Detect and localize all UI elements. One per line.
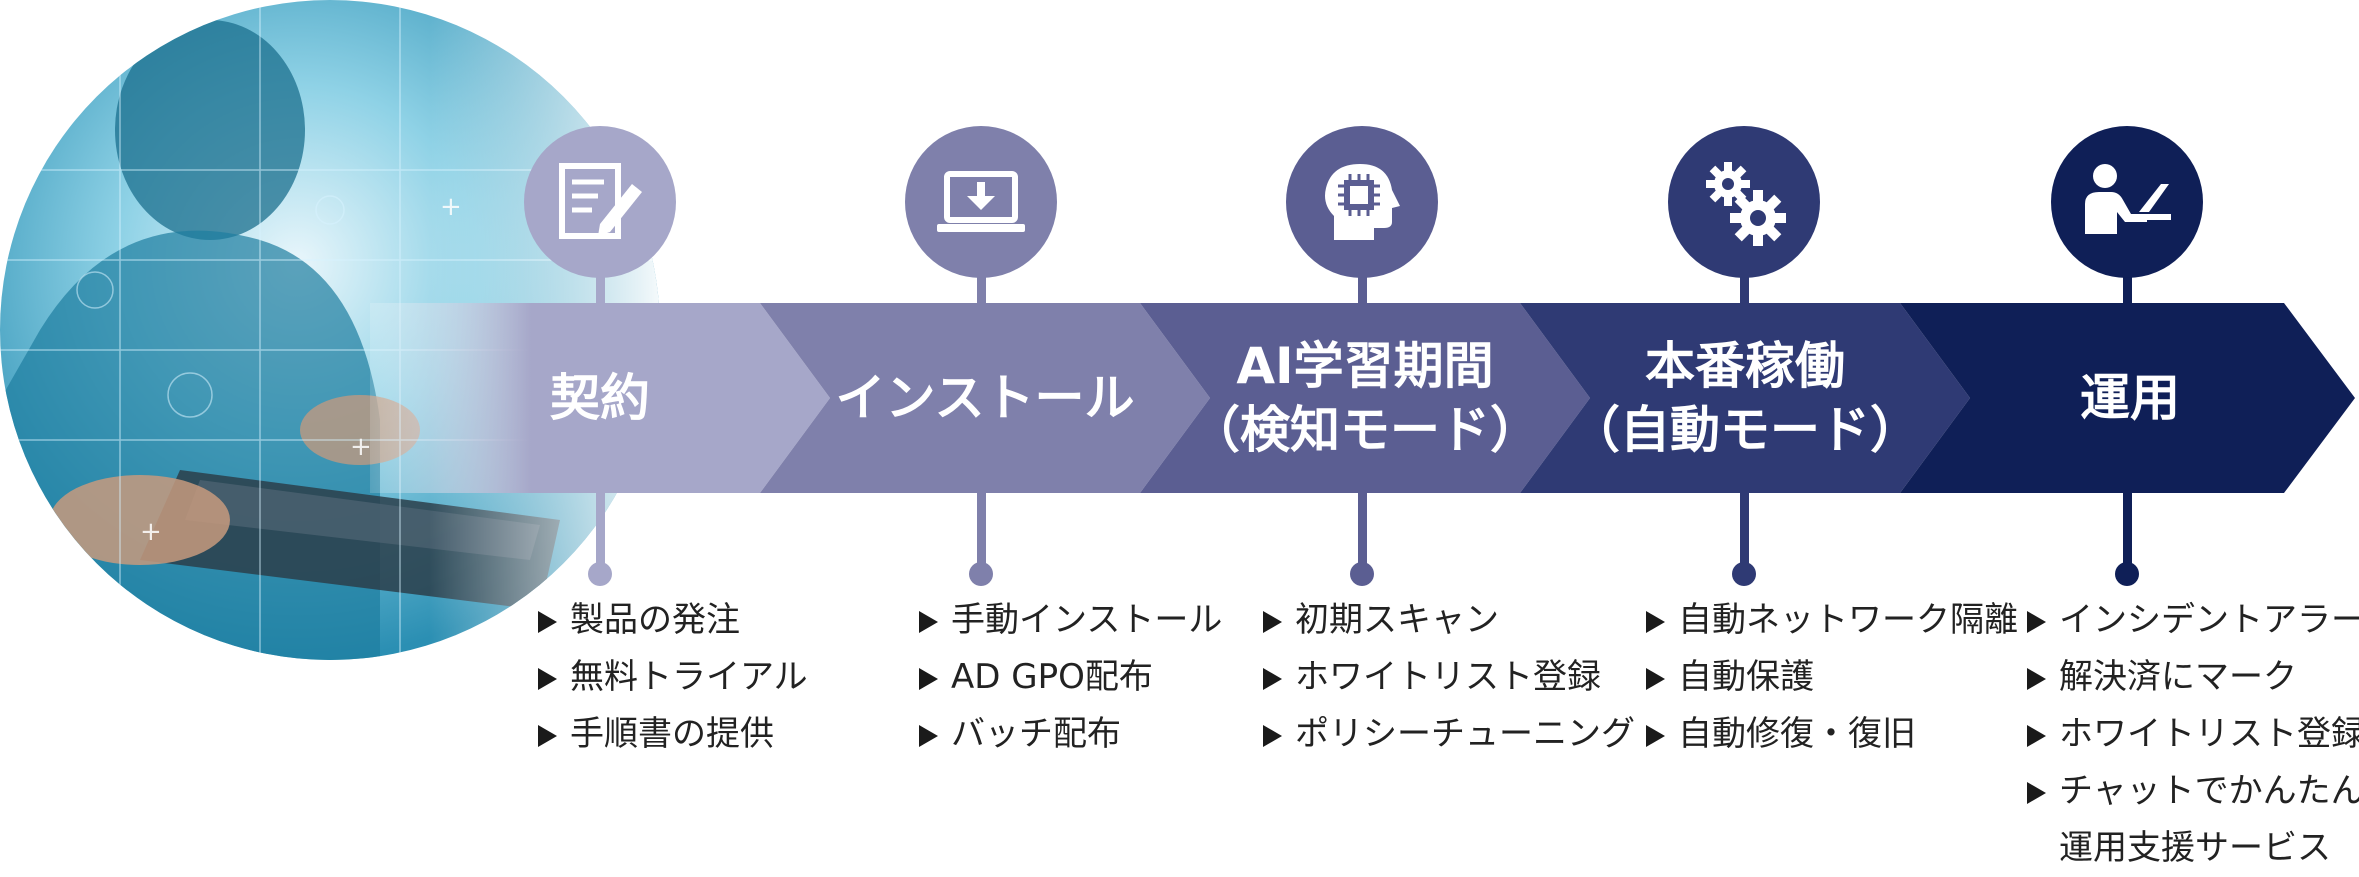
list-item: バッチ配布 [919,706,1222,763]
stage-2-title: インストール [760,366,1210,430]
stage-2-title-line: インストール [835,369,1135,427]
connector-stem-3 [1358,268,1367,568]
list-item: ホワイトリスト登録 [2027,706,2359,763]
stage-3-items: 初期スキャン ホワイトリスト登録 ポリシーチューニング [1263,592,1635,763]
connector-stem-1 [596,268,605,568]
bullet-triangle-icon [919,725,938,747]
list-item: 自動ネットワーク隔離 [1646,592,2018,649]
bullet-triangle-icon [538,725,557,747]
stage-5-items: インシデントアラート 解決済にマーク ホワイトリスト登録 チャットでかんたん運用… [2027,592,2359,877]
list-item: 自動保護 [1646,649,2018,706]
bullet-triangle-icon [1646,725,1665,747]
connector-dot-1 [588,562,612,586]
list-item: インシデントアラート [2027,592,2359,649]
bullet-triangle-icon [1263,611,1282,633]
stage-1-icon-circle [524,126,676,278]
bullet-triangle-icon [538,668,557,690]
list-item: 手順書の提供 [538,706,808,763]
bullet-triangle-icon [2027,611,2046,633]
stage-3-icon-circle [1286,126,1438,278]
connector-stem-5 [2123,268,2132,568]
bullet-triangle-icon [1646,668,1665,690]
connector-stem-2 [977,268,986,568]
ai-head-chip-icon [1325,164,1400,240]
document-edit-icon [559,163,642,239]
list-item: ホワイトリスト登録 [1263,649,1635,706]
stage-3-title: AI学習期間 （検知モード） [1160,334,1570,462]
stage-5-title: 運用 [1940,366,2320,430]
bullet-triangle-icon [1263,725,1282,747]
list-item: 製品の発注 [538,592,808,649]
bullet-triangle-icon [2027,668,2046,690]
stage-4-title: 本番稼働 （自動モード） [1540,334,1950,462]
stage-1-title-line: 契約 [550,369,650,427]
list-item: 解決済にマーク [2027,649,2359,706]
connector-dot-4 [1732,562,1756,586]
stage-2-items: 手動インストール AD GPO配布 バッチ配布 [919,592,1222,763]
connector-stem-4 [1740,268,1749,568]
bullet-triangle-icon [1263,668,1282,690]
stage-3-title-line-1: AI学習期間 [1236,337,1494,395]
stage-4-items: 自動ネットワーク隔離 自動保護 自動修復・復旧 [1646,592,2018,763]
stage-4-title-line-2: （自動モード） [1570,401,1920,459]
bullet-triangle-icon [919,668,938,690]
gears-icon [1706,162,1786,246]
bullet-triangle-icon [538,611,557,633]
list-item: 初期スキャン [1263,592,1635,649]
stage-2-icon-circle [905,126,1057,278]
stage-1-title: 契約 [370,366,830,430]
bullet-triangle-icon [1646,611,1665,633]
person-laptop-icon [2085,164,2171,234]
connector-dot-2 [969,562,993,586]
connector-dot-5 [2115,562,2139,586]
bullet-triangle-icon [2027,725,2046,747]
list-item: チャットでかんたん運用支援サービス [2027,763,2359,877]
bullet-triangle-icon [2027,782,2046,804]
list-item: AD GPO配布 [919,649,1222,706]
stage-3-title-line-2: （検知モード） [1190,401,1540,459]
stage-1-items: 製品の発注 無料トライアル 手順書の提供 [538,592,808,763]
stage-4-icon-circle [1668,126,1820,278]
list-item: 手動インストール [919,592,1222,649]
list-item: 無料トライアル [538,649,808,706]
list-item: 自動修復・復旧 [1646,706,2018,763]
stage-5-title-line: 運用 [2080,369,2180,427]
bullet-triangle-icon [919,611,938,633]
stage-4-title-line-1: 本番稼働 [1645,337,1845,395]
stage-5-icon-circle [2051,126,2203,278]
connector-dot-3 [1350,562,1374,586]
laptop-download-icon [937,171,1025,232]
list-item: ポリシーチューニング [1263,706,1635,763]
